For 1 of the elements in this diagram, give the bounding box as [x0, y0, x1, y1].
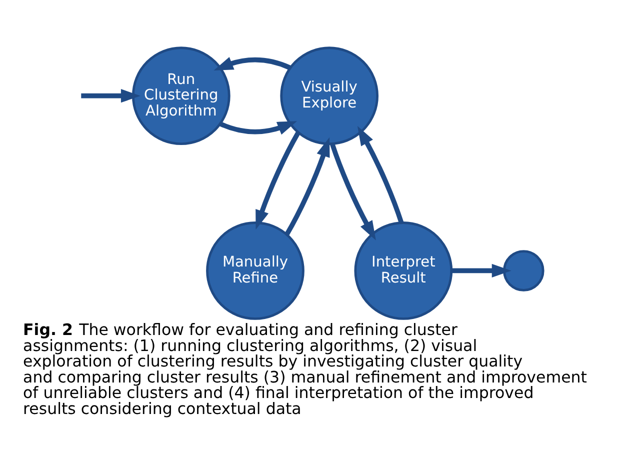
caption: Fig. 2 The workflow for evaluating and refining cluster assignments: (1) running clustering algorithms, (2) visual exploration of clustering results by investigating cluster quality and comparing cluster results (3) manual refinement and improvement of unreliable clusters and (4) final interpretation of the improved results considering contextual data	[23, 320, 587, 418]
